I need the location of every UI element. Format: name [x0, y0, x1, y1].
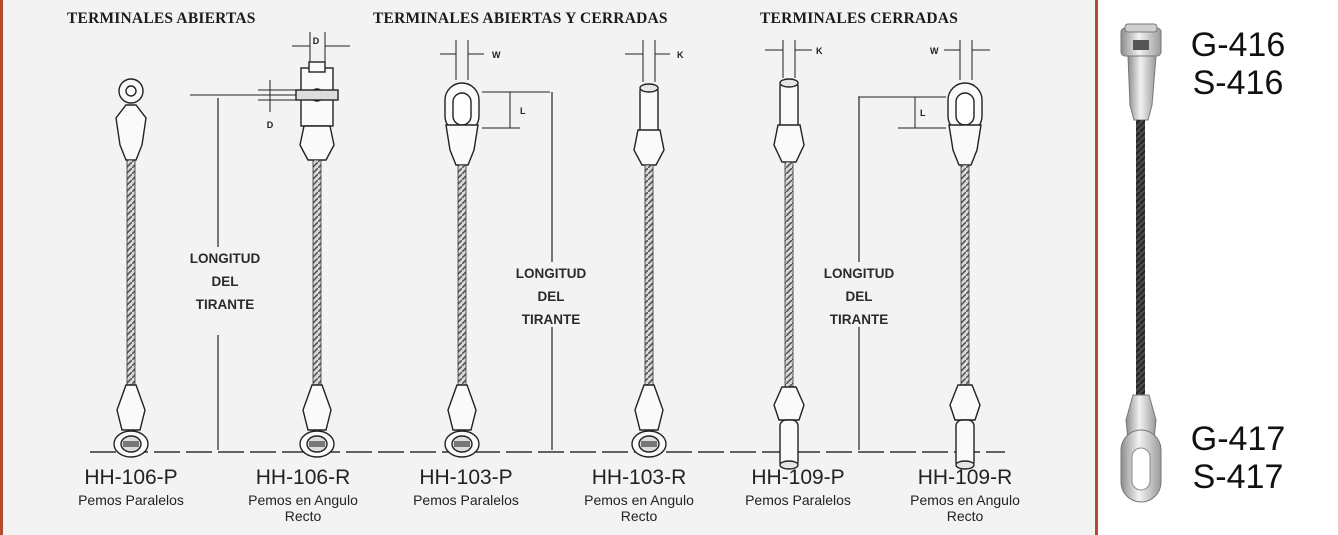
header-closed-terminals: TERMINALES CERRADAS [760, 10, 959, 27]
rod-hh-106-r [295, 61, 339, 458]
dim-103 [440, 40, 550, 129]
dim-103r [625, 40, 670, 82]
dim-label-o: D [313, 36, 320, 46]
tie-rod-photo [1120, 23, 1162, 503]
dim-label-d: D [267, 120, 274, 130]
dim-label-k-1: K [677, 50, 684, 60]
model-desc: Pemos Paralelos [413, 492, 519, 508]
dim-106 [190, 32, 350, 112]
diagram-panel [0, 0, 1098, 535]
dim-label-w-1: W [492, 50, 501, 60]
dim-label-k-2: K [816, 46, 823, 56]
rod-hh-106-p [113, 78, 149, 458]
model-code: HH-109-P [751, 466, 845, 489]
model-code: HH-103-P [419, 466, 513, 489]
model-code: HH-106-R [255, 466, 351, 489]
dim-label-l-1: L [520, 106, 526, 116]
dim-109r [858, 40, 990, 129]
rod-hh-109-p [773, 78, 805, 470]
header-open-closed-terminals: TERMINALES ABIERTAS Y CERRADAS [373, 10, 668, 27]
model-code: HH-103-R [591, 466, 687, 489]
dim-label-l-2: L [920, 108, 926, 118]
header-open-terminals: TERMINALES ABIERTAS [67, 10, 256, 27]
dim-109 [765, 40, 812, 78]
model-code: HH-109-R [917, 466, 1013, 489]
rod-hh-103-r [631, 83, 667, 458]
rod-hh-103-p [444, 82, 480, 458]
model-desc: Pemos Paralelos [78, 492, 184, 508]
model-desc: Pemos Paralelos [745, 492, 851, 508]
rod-hh-109-r [947, 82, 983, 470]
dim-label-w-2: W [930, 46, 939, 56]
model-code: HH-106-P [84, 466, 178, 489]
